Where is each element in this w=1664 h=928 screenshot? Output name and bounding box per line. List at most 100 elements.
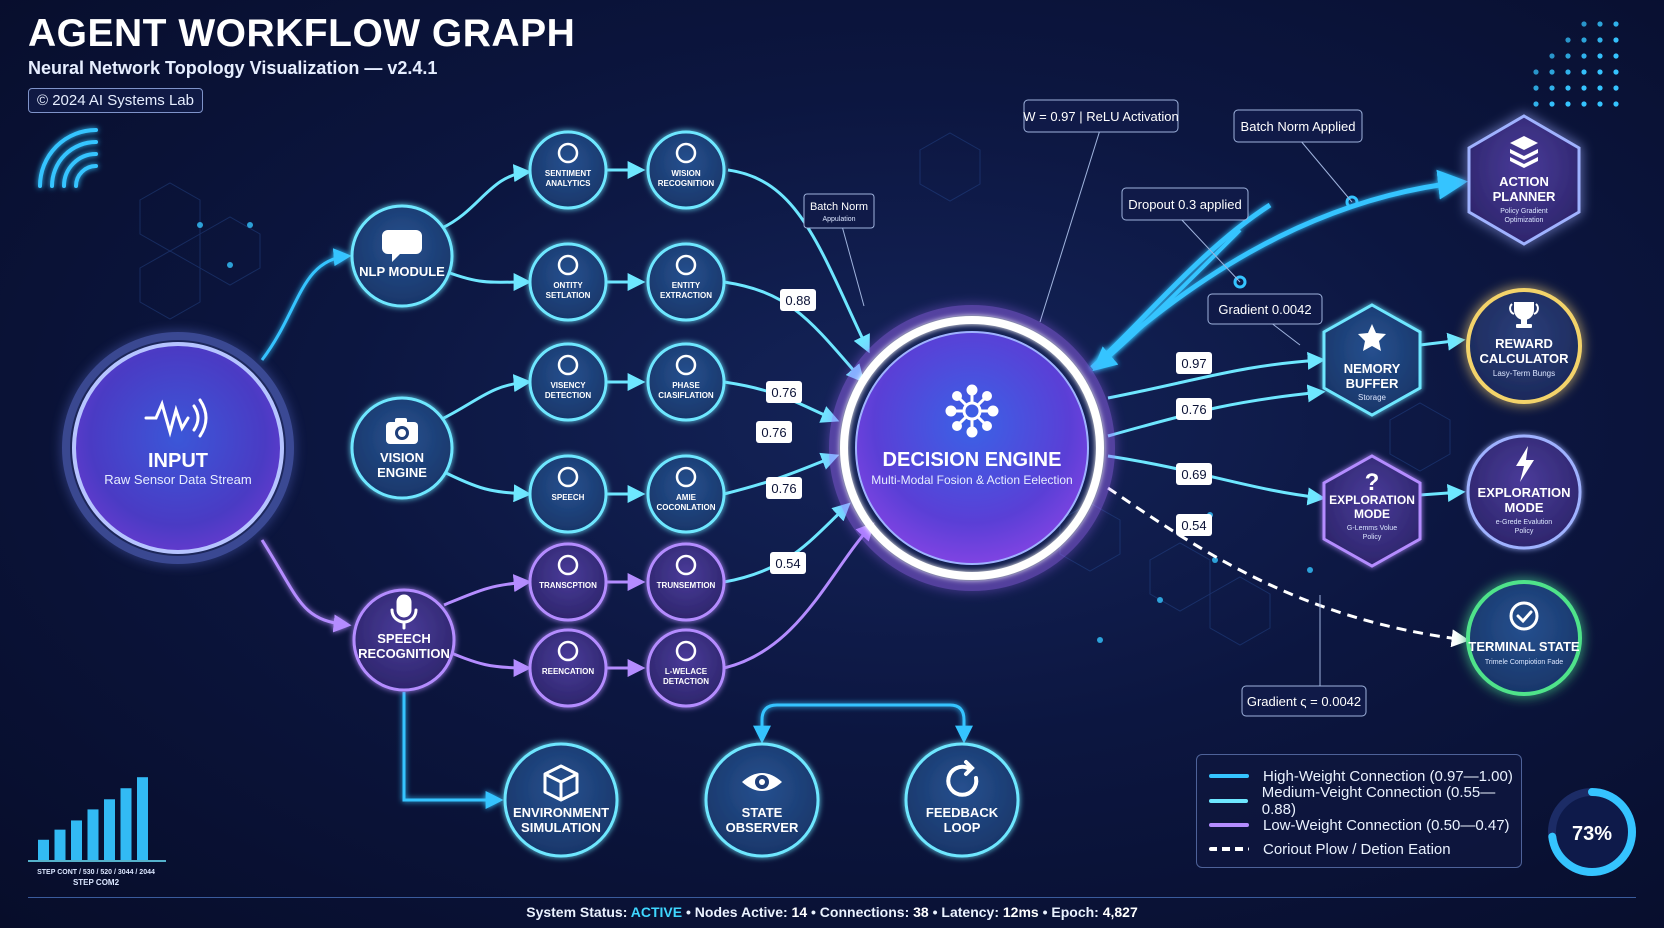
weight-value: 0.54: [1181, 518, 1206, 533]
vision-engine-title2: ENGINE: [377, 465, 427, 480]
status-latency-value: 12ms: [1002, 904, 1039, 920]
weight-value: 0.69: [1181, 467, 1206, 482]
legend-swatch: [1209, 823, 1249, 827]
exploration-mode-node[interactable]: EXPLORATION MODE e-Grede Evalution Polic…: [1466, 434, 1582, 550]
transc-node[interactable]: TRANSCPTION: [528, 542, 608, 622]
exploration-mode-l1: EXPLORATION: [1478, 485, 1571, 500]
weight-badge-w4: 0.76: [766, 477, 802, 499]
speech-small-label1: SPEECH: [552, 493, 585, 502]
nemory-buffer-l2: BUFFER: [1346, 376, 1399, 391]
visency-label2: DETECTION: [545, 391, 591, 400]
decision-engine-node[interactable]: DECISION ENGINE Multi-Modal Fosion & Act…: [829, 305, 1115, 591]
dot: [1533, 69, 1539, 75]
reward-calculator-l1: REWARD: [1495, 336, 1553, 351]
environment-simulation-node[interactable]: ENVIRONMENT SIMULATION: [503, 742, 619, 858]
step-bar: [71, 820, 82, 860]
smiley-icon: [675, 142, 697, 164]
dot: [1565, 69, 1571, 75]
legend-label: High-Weight Connection (0.97—1.00): [1263, 767, 1513, 785]
phase-label1: PHASE: [672, 381, 700, 390]
speech-small-node[interactable]: SPEECH: [528, 454, 608, 534]
transem-label1: TRUNSEMTION: [657, 581, 716, 590]
decision-engine-subtitle: Multi-Modal Fosion & Action Eelection: [871, 473, 1072, 487]
reward-calculator-node[interactable]: REWARD CALCULATOR Lasy-Term Bungs: [1466, 288, 1582, 404]
dot: [1565, 53, 1571, 59]
exploration-mode-l2: MODE: [1505, 500, 1544, 515]
feedback-loop-node[interactable]: FEEDBACK LOOP: [904, 742, 1020, 858]
page-subtitle: Neural Network Topology Visualization — …: [28, 58, 438, 78]
vision-engine-node[interactable]: VISION ENGINE: [350, 396, 454, 500]
callout-batch-norm-applied: Batch Norm Applied: [1233, 109, 1363, 143]
question-icon: ?: [1365, 469, 1380, 496]
status-system-label: System Status:: [526, 904, 628, 920]
legend-swatch: [1209, 799, 1248, 803]
speech-recognition-node[interactable]: SPEECH RECOGNITION: [352, 588, 456, 692]
svg-text:Appulation: Appulation: [822, 216, 855, 223]
dot: [1597, 101, 1603, 107]
exploration-mode-l4: Policy: [1515, 528, 1534, 535]
step-bar: [137, 777, 148, 860]
globe-icon: [675, 640, 697, 662]
status-bar: System Status: ACTIVE • Nodes Active: 14…: [526, 904, 1138, 920]
dot: [1613, 21, 1619, 27]
action-planner-node[interactable]: ACTION PLANNER Policy Gradient Optimizat…: [1467, 114, 1581, 246]
check-circle-icon: [1509, 601, 1539, 631]
exploration-mode-l3: e-Grede Evalution: [1496, 519, 1553, 526]
vision-engine-title: VISION: [380, 450, 424, 465]
terminal-state-node[interactable]: TERMINAL STATE Trimele Compiotion Fade: [1466, 580, 1582, 696]
terminal-state-l2: Trimele Compiotion Fade: [1485, 659, 1563, 666]
audio-wave-icon: [557, 554, 579, 576]
waveform-icon: [144, 398, 208, 438]
exploration-mode-hex-node[interactable]: ? EXPLORATION MODE G-Lemms Volue Policy: [1322, 454, 1422, 568]
nlp-module-title: NLP MODULE: [359, 264, 445, 279]
trophy-icon: [1509, 302, 1539, 328]
dot: [1549, 101, 1555, 107]
weight-value: 0.97: [1181, 356, 1206, 371]
dot: [1613, 69, 1619, 75]
input-node[interactable]: INPUT Raw Sensor Data Stream: [62, 332, 294, 564]
dot: [1565, 85, 1571, 91]
weight-value: 0.76: [761, 425, 786, 440]
entity-set-label2: SETLATION: [546, 291, 591, 300]
step-bar-label2: STEP COM2: [73, 878, 120, 887]
dot: [1533, 101, 1539, 107]
nemory-buffer-node[interactable]: NEMORY BUFFER Storage: [1322, 303, 1422, 417]
image-icon: [675, 354, 697, 376]
status-epoch-label: Epoch:: [1051, 904, 1099, 920]
transem-node[interactable]: TRUNSEMTION: [646, 542, 726, 622]
page-title: AGENT WORKFLOW GRAPH: [28, 12, 576, 55]
reenc-node[interactable]: REENCATION: [528, 628, 608, 708]
dot: [1581, 101, 1587, 107]
state-observer-node[interactable]: STATE OBSERVER: [704, 742, 820, 858]
nlp-module-node[interactable]: NLP MODULE: [350, 204, 454, 308]
amie-label2: COCONLATION: [657, 503, 716, 512]
phase-label2: CIASIFLATION: [658, 391, 714, 400]
weight-value: 0.76: [1181, 402, 1206, 417]
dot: [1565, 101, 1571, 107]
dot: [1549, 85, 1555, 91]
weight-badge-w2: 0.76: [766, 381, 802, 403]
status-connections-label: Connections:: [819, 904, 910, 920]
legend-label: Low-Weight Connection (0.50—0.47): [1263, 816, 1510, 834]
weight-badge-o2: 0.76: [1176, 398, 1212, 420]
dot: [1549, 69, 1555, 75]
smiley-icon: [557, 142, 579, 164]
dot: [1581, 37, 1587, 43]
legend-swatch: [1209, 774, 1249, 778]
weight-value: 0.76: [771, 385, 796, 400]
dot: [1597, 85, 1603, 91]
legend-label: Coriout Plow / Detion Eation: [1263, 840, 1451, 858]
wision-label2: RECOGNITION: [658, 179, 715, 188]
status-system-value: ACTIVE: [630, 904, 683, 920]
weight-badge-w3: 0.76: [756, 421, 792, 443]
stack-icon: [1510, 136, 1538, 168]
